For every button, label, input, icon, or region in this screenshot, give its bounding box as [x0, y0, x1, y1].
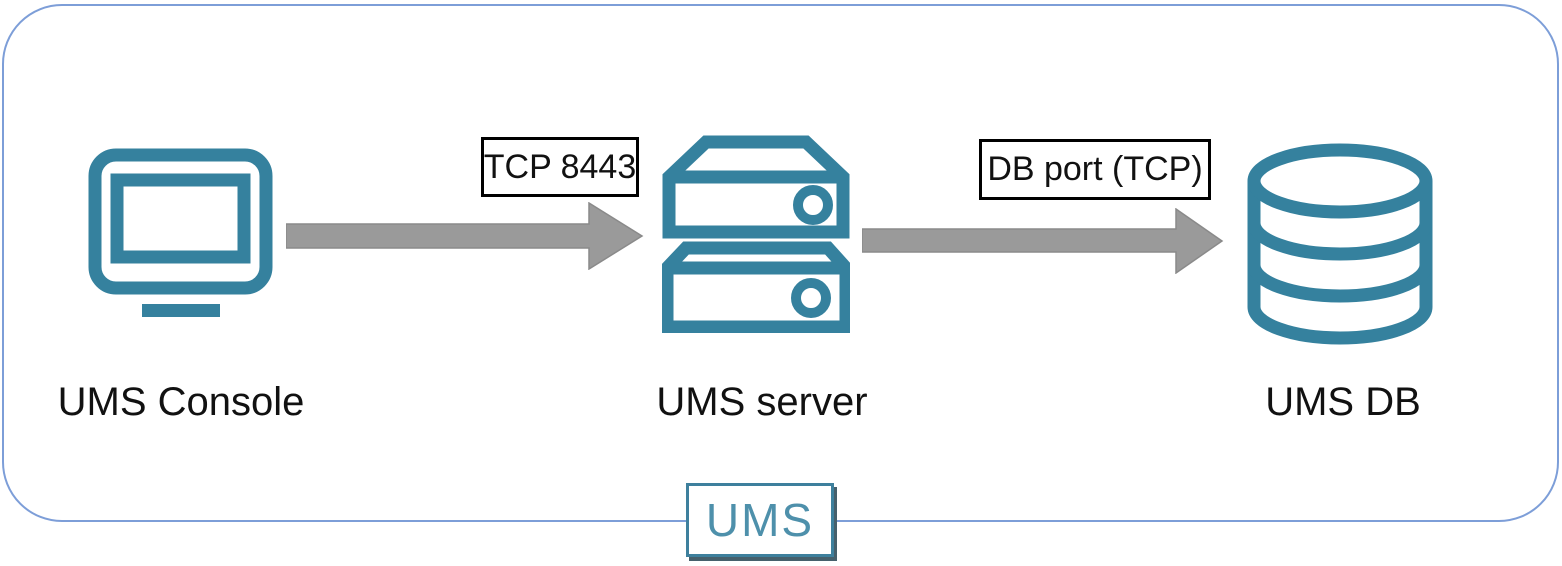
ums-logo-badge: UMS — [686, 483, 834, 557]
ums-logo-text: UMS — [705, 494, 815, 546]
node-label-ums-console: UMS Console — [57, 380, 305, 424]
arrow-right-icon — [862, 208, 1224, 274]
connection-label-tcp-8443: TCP 8443 — [481, 137, 639, 197]
server-stack-icon — [662, 135, 850, 333]
node-label-ums-server: UMS server — [656, 380, 868, 424]
database-icon — [1247, 143, 1433, 345]
arrow-right-icon — [286, 202, 644, 270]
node-label-ums-db: UMS DB — [1265, 380, 1421, 424]
monitor-icon — [88, 148, 273, 318]
connection-label-db-port: DB port (TCP) — [979, 139, 1211, 200]
